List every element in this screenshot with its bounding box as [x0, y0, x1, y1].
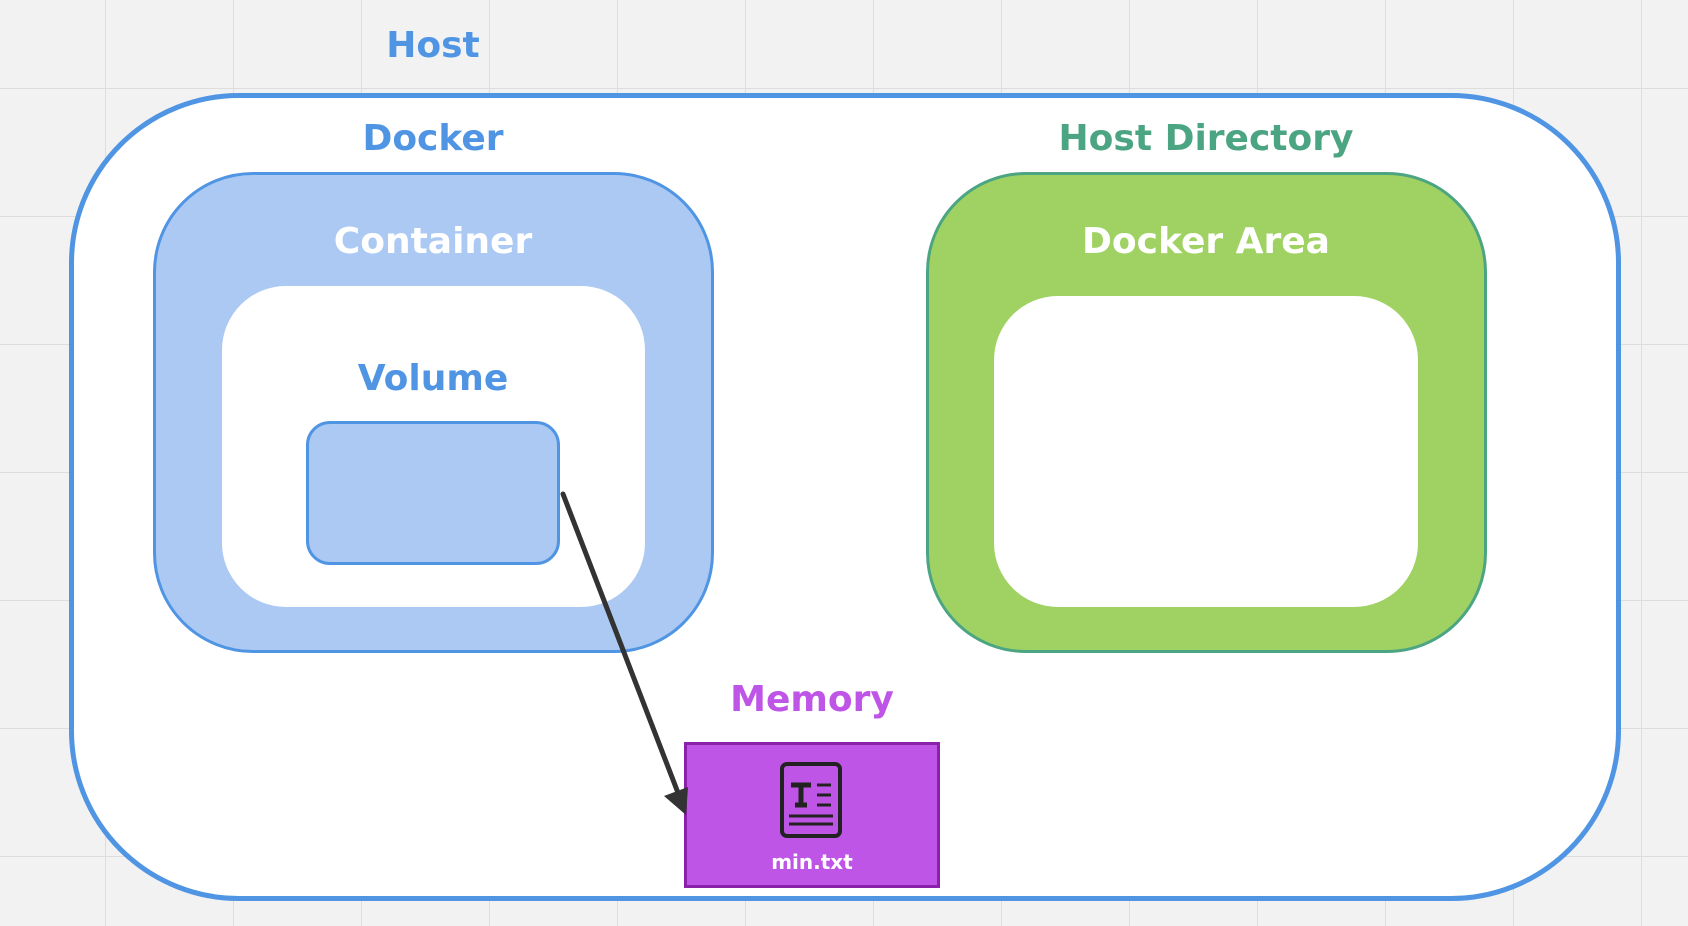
- docker-area-label: Docker Area: [1082, 221, 1330, 262]
- volume-label: Volume: [357, 358, 509, 399]
- host-label: Host: [386, 25, 480, 66]
- host-directory-label: Host Directory: [1058, 118, 1354, 159]
- docker-area-inner: [994, 296, 1418, 607]
- docker-label: Docker: [362, 118, 504, 159]
- container-label: Container: [333, 221, 533, 262]
- memory-label: Memory: [730, 679, 894, 720]
- text-file-icon: [780, 762, 842, 838]
- file-name-label: min.txt: [771, 850, 853, 874]
- volume-box: [306, 421, 560, 565]
